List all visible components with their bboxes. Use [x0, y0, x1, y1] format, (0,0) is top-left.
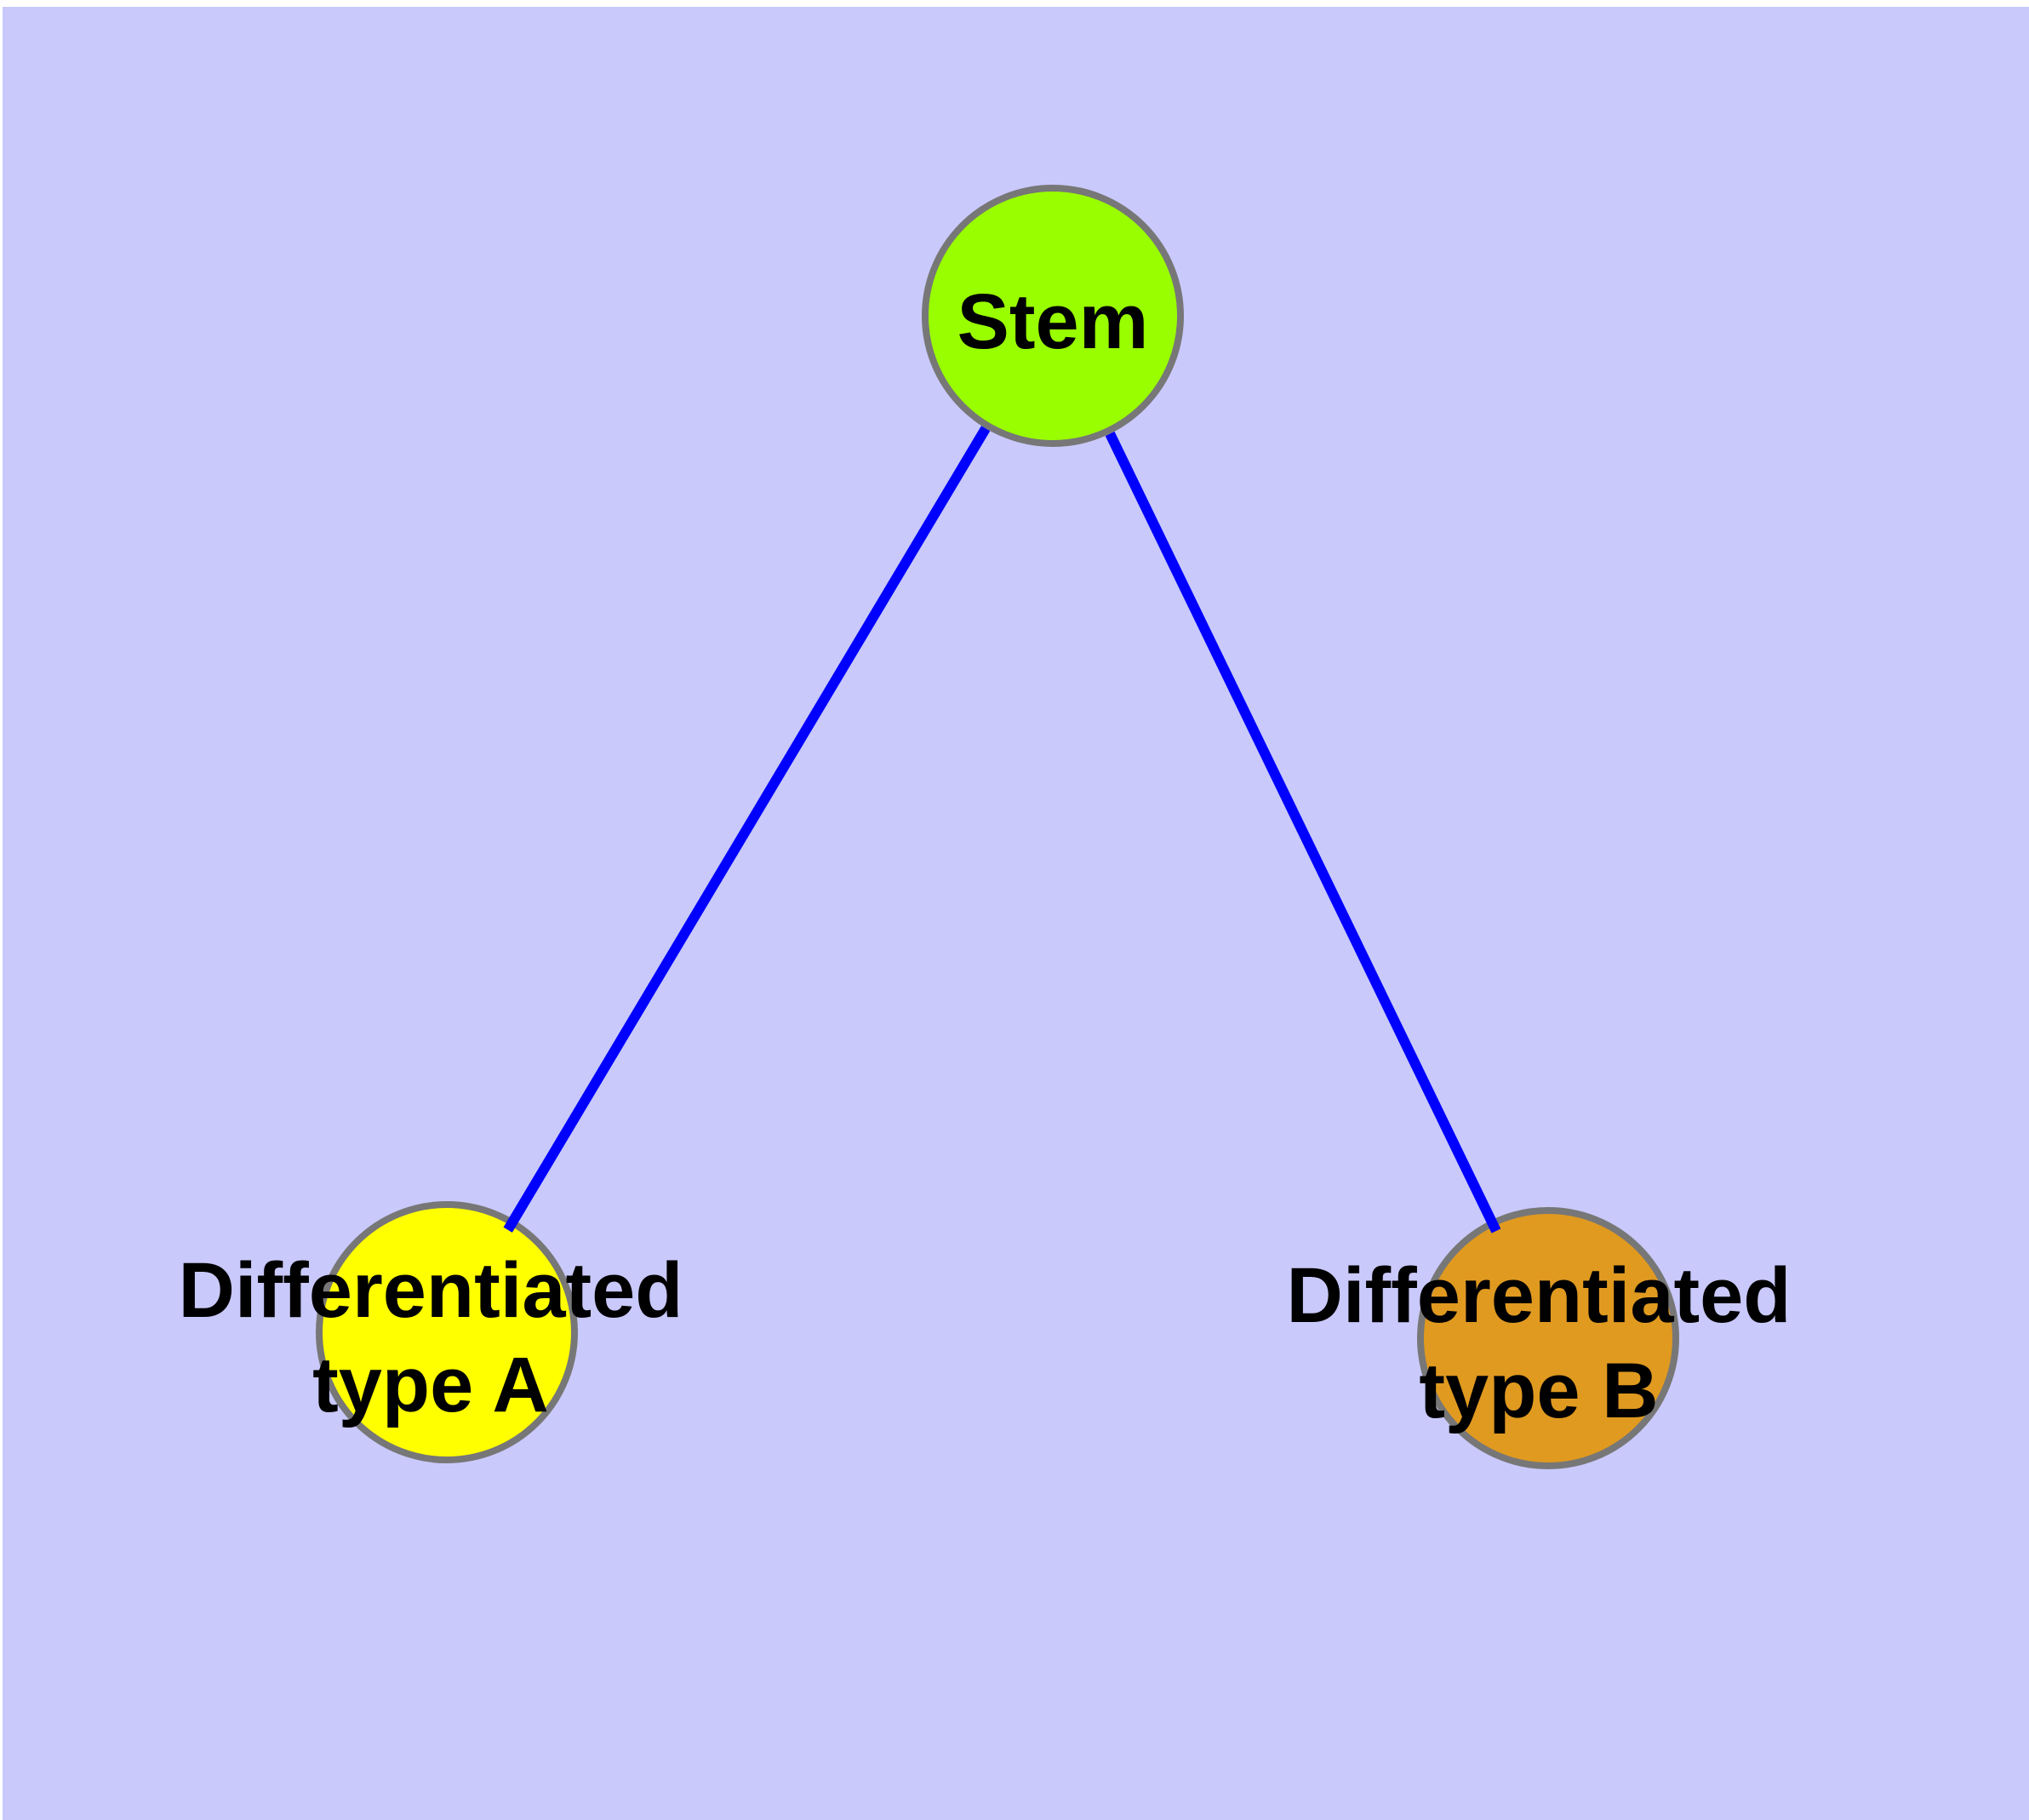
node-type-a: [316, 1201, 578, 1463]
node-label-type-a-line1: Differentiated: [179, 1247, 683, 1334]
node-label-stem: Stem: [957, 278, 1149, 365]
node-label-type-a-line2: type A: [312, 1342, 549, 1428]
node-type-b: [1417, 1207, 1679, 1469]
edge-stem-type-b: [1105, 431, 1501, 1233]
node-stem: [922, 185, 1184, 447]
node-label-type-b-line1: Differentiated: [1287, 1252, 1792, 1339]
node-label-type-b-line2: type B: [1419, 1348, 1658, 1434]
edge-stem-type-a: [503, 426, 991, 1233]
